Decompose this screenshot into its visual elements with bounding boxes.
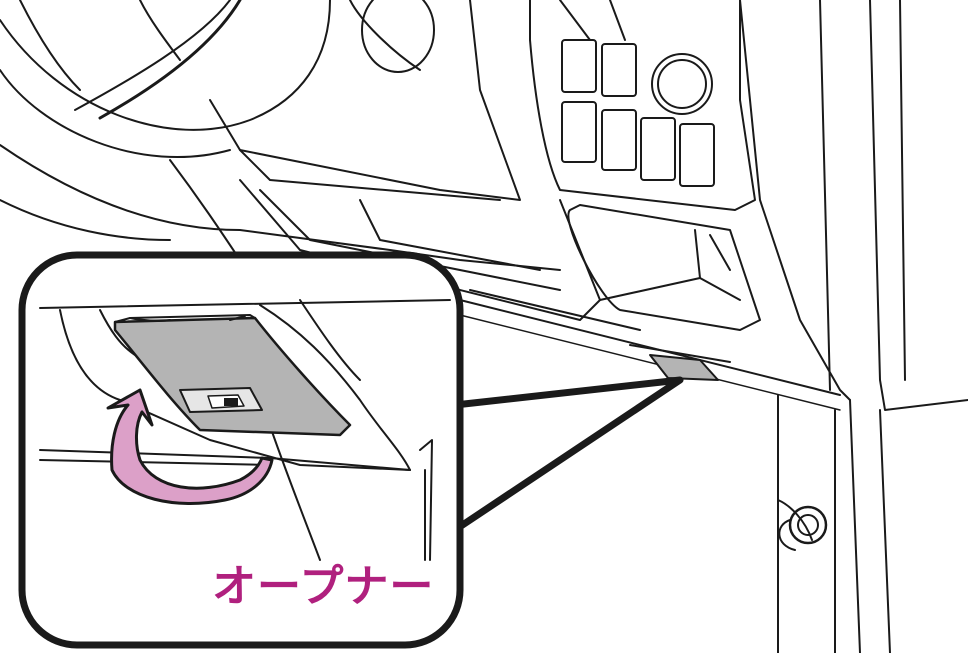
steering-column [209, 0, 521, 201]
opener-label: オープナー [212, 561, 435, 612]
curved-arrow-icon [106, 388, 274, 505]
steering-wheel [0, 0, 331, 131]
lever-location [649, 354, 719, 381]
detail-inset [18, 251, 464, 649]
switch-panel [529, 0, 756, 211]
hood-opener-lever-icon [113, 314, 352, 437]
ignition [361, 0, 435, 73]
storage-tray [567, 204, 761, 331]
grommet [788, 505, 828, 545]
